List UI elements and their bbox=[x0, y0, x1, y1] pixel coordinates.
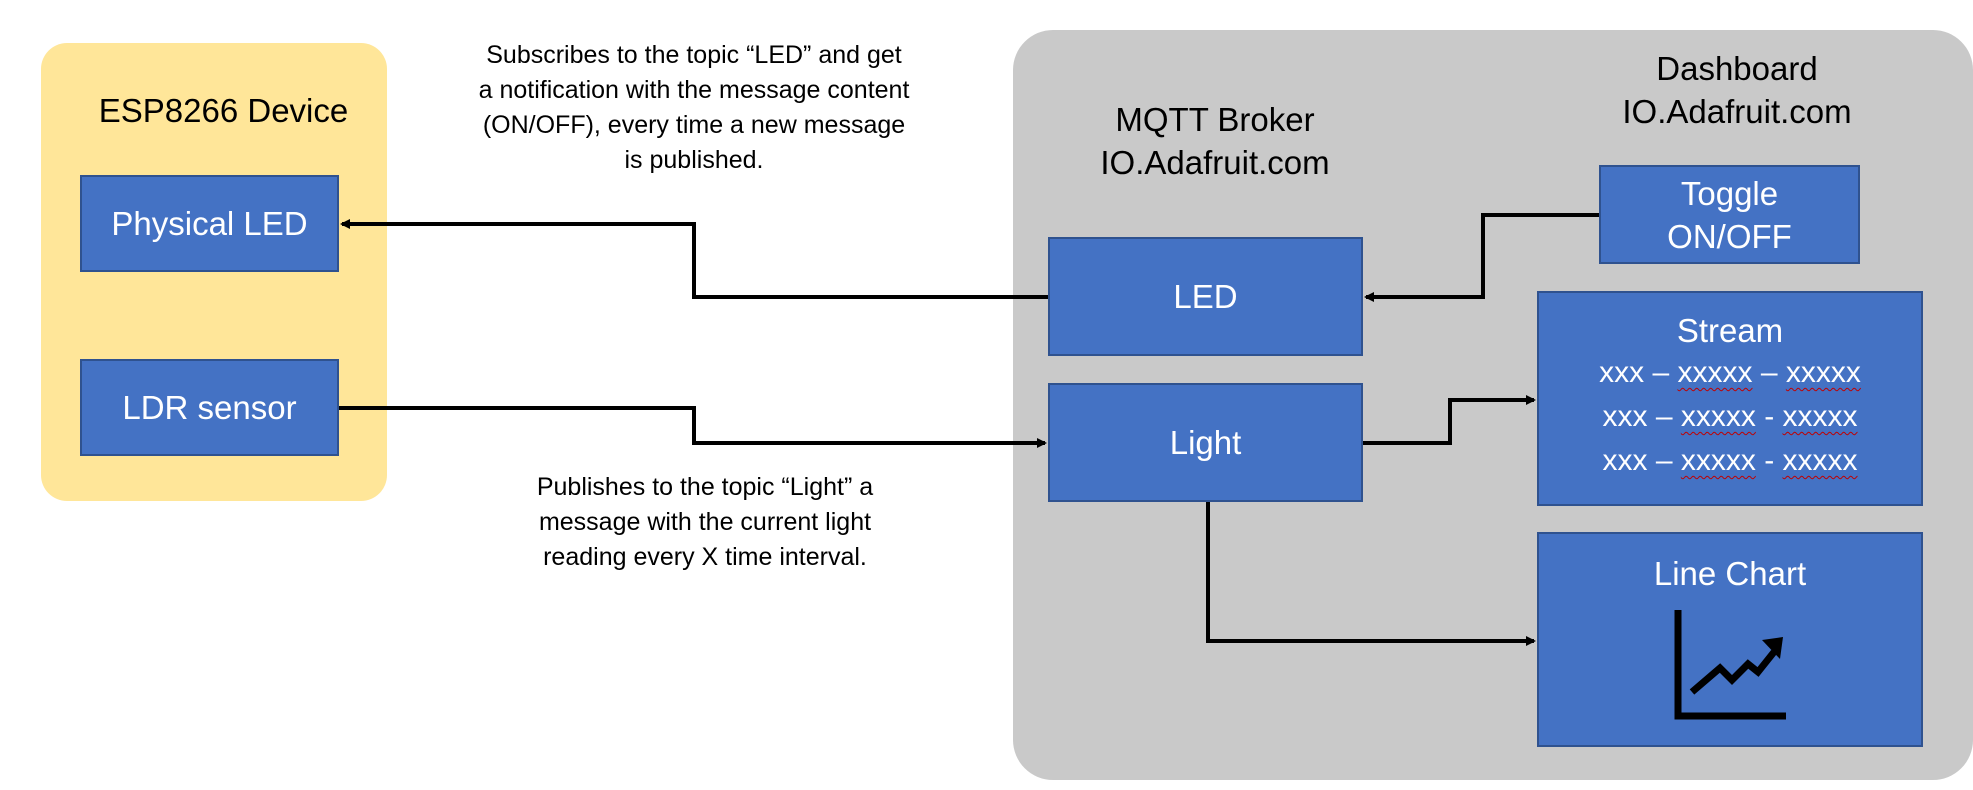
broker-title: MQTT Broker IO.Adafruit.com bbox=[1040, 98, 1390, 184]
stream-dash: – bbox=[1655, 444, 1673, 477]
broker-title-line2: IO.Adafruit.com bbox=[1100, 144, 1330, 181]
ldr-to-light-arrow bbox=[339, 406, 1047, 448]
ldr-sensor-label: LDR sensor bbox=[122, 388, 297, 426]
dashboard-title: Dashboard IO.Adafruit.com bbox=[1555, 47, 1919, 133]
subscribe-note: Subscribes to the topic “LED” and get a … bbox=[478, 41, 910, 174]
stream-row: xxx – xxxxx - xxxxx bbox=[1602, 439, 1857, 483]
line-chart-widget: Line Chart bbox=[1537, 532, 1923, 747]
light-to-chart-arrow bbox=[1206, 502, 1536, 646]
toggle-to-led-arrow bbox=[1364, 213, 1599, 302]
physical-led-box: Physical LED bbox=[80, 175, 339, 272]
stream-widget: Stream xxx – xxxxx – xxxxx xxx – xxxxx -… bbox=[1537, 291, 1923, 506]
dashboard-title-line2: IO.Adafruit.com bbox=[1622, 93, 1852, 130]
stream-dash: - bbox=[1764, 444, 1775, 477]
publish-note: Publishes to the topic “Light” a message… bbox=[536, 473, 874, 571]
ldr-sensor-box: LDR sensor bbox=[80, 359, 339, 456]
led-to-physical-led-arrow bbox=[340, 219, 1048, 299]
led-feed-box: LED bbox=[1048, 237, 1363, 356]
toggle-line1: Toggle bbox=[1680, 174, 1779, 212]
stream-cell: xxxxx bbox=[1782, 400, 1858, 433]
line-chart-icon bbox=[1674, 610, 1786, 720]
stream-row: xxx – xxxxx - xxxxx bbox=[1602, 395, 1857, 439]
light-feed-label: Light bbox=[1169, 423, 1242, 461]
light-to-stream-arrow bbox=[1363, 395, 1536, 445]
stream-dash: – bbox=[1655, 400, 1673, 433]
dashboard-title-line1: Dashboard bbox=[1656, 50, 1818, 87]
light-feed-box: Light bbox=[1048, 383, 1363, 502]
stream-cell: xxxxx bbox=[1677, 356, 1753, 389]
physical-led-label: Physical LED bbox=[111, 204, 308, 242]
stream-row: xxx – xxxxx – xxxxx bbox=[1599, 351, 1861, 395]
stream-cell: xxxxx bbox=[1680, 400, 1756, 433]
stream-dash: – bbox=[1652, 356, 1670, 389]
stream-cell: xxxxx bbox=[1785, 356, 1861, 389]
stream-cell: xxxxx bbox=[1680, 444, 1756, 477]
toggle-line2: ON/OFF bbox=[1667, 217, 1792, 255]
stream-dash: - bbox=[1764, 400, 1775, 433]
toggle-widget: Toggle ON/OFF bbox=[1599, 165, 1860, 264]
device-title: ESP8266 Device bbox=[98, 92, 349, 129]
broker-title-line1: MQTT Broker bbox=[1115, 101, 1315, 138]
stream-cell: xxxxx bbox=[1782, 444, 1858, 477]
stream-cell: xxx bbox=[1602, 400, 1648, 433]
stream-cell: xxx bbox=[1602, 444, 1648, 477]
stream-title: Stream bbox=[1676, 312, 1784, 349]
stream-cell: xxx bbox=[1599, 356, 1645, 389]
stream-dash: – bbox=[1760, 356, 1778, 389]
led-feed-label: LED bbox=[1173, 277, 1238, 315]
line-chart-title: Line Chart bbox=[1653, 555, 1807, 592]
